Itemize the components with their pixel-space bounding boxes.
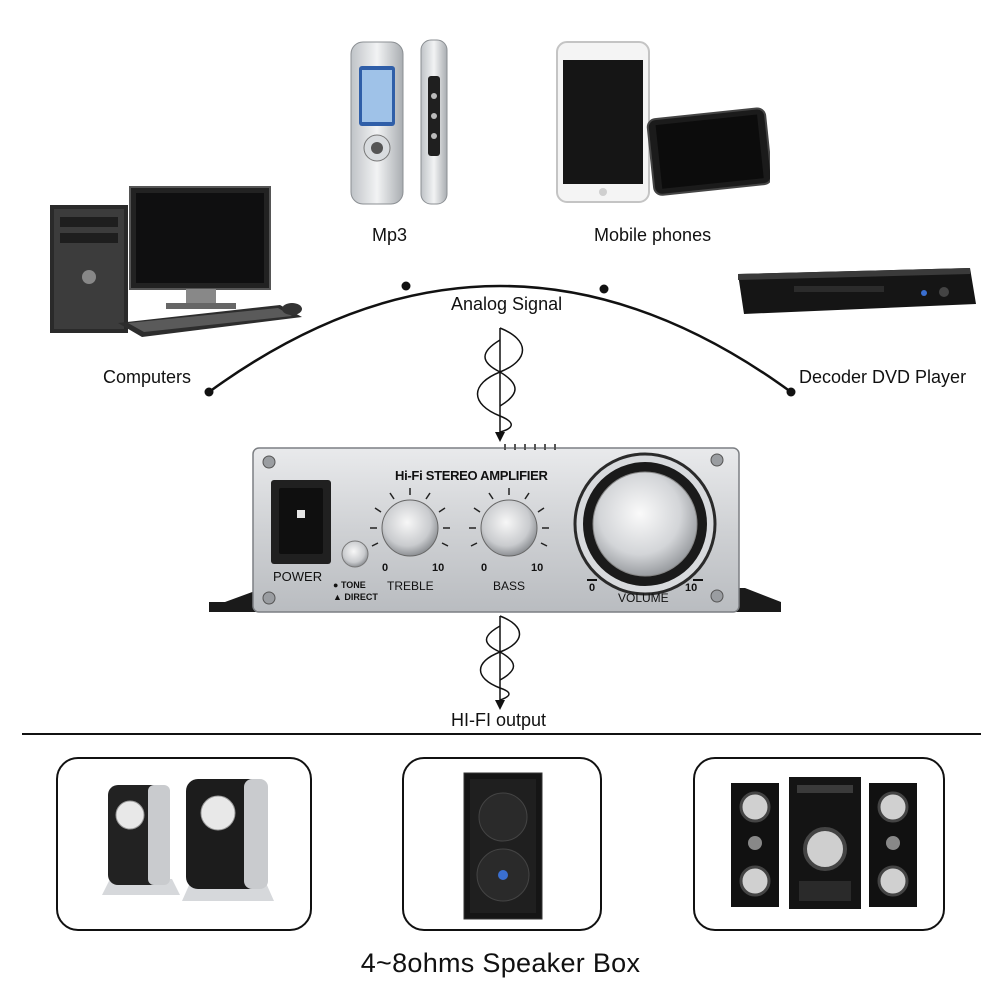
speaker-box-home-theater — [693, 757, 945, 931]
amp-tone-label: ● TONE — [333, 580, 366, 590]
hifi-output-label: HI-FI output — [451, 710, 547, 730]
amp-direct-label: ▲ DIRECT — [333, 592, 378, 602]
arc-dot-left — [204, 387, 214, 397]
pa-speaker-image — [463, 772, 543, 920]
volume-max-label: 10 — [685, 582, 698, 594]
signal-diagram — [22, 281, 981, 735]
mobile-phones-label: Mobile phones — [594, 225, 712, 245]
treble-min-label: 0 — [382, 562, 389, 574]
mp3-player-image — [345, 36, 460, 208]
treble-max-label: 10 — [432, 562, 445, 574]
computers-label: Computers — [103, 367, 192, 387]
amp-treble-label: TREBLE — [387, 579, 434, 593]
amp-volume-label: VOLUME — [618, 591, 669, 605]
home-theater-image — [731, 777, 917, 909]
amp-tone-text: TONE — [340, 580, 366, 590]
arc-dot-mid-left — [401, 281, 411, 291]
amplifier-image: Hi-Fi STEREO AMPLIFIER POWER ● TONE ▲ DI… — [205, 440, 785, 620]
desktop-speakers-image — [102, 779, 274, 901]
bass-max-label: 10 — [531, 562, 544, 574]
arc-dot-mid-right — [599, 284, 609, 294]
mobile-phones-image — [555, 40, 773, 210]
volume-min-label: 0 — [589, 582, 596, 594]
amp-direct-text: DIRECT — [344, 592, 378, 602]
analog-signal-label: Analog Signal — [451, 294, 563, 314]
computer-image — [48, 185, 306, 345]
dvd-player-image — [734, 264, 978, 318]
input-wave — [476, 327, 524, 442]
amp-brand-label: Hi-Fi STEREO AMPLIFIER — [395, 468, 548, 483]
bass-min-label: 0 — [481, 562, 488, 574]
amp-power-label: POWER — [273, 569, 323, 584]
mp3-label: Mp3 — [372, 225, 408, 245]
dvd-player-label: Decoder DVD Player — [799, 367, 967, 387]
source-arc — [208, 284, 792, 394]
speaker-box-pa — [402, 757, 602, 931]
amp-bass-label: BASS — [493, 579, 526, 593]
output-wave — [479, 615, 521, 710]
speaker-box-title: 4~8ohms Speaker Box — [360, 948, 641, 978]
speaker-box-desktop — [56, 757, 312, 931]
arc-dot-right — [786, 387, 796, 397]
